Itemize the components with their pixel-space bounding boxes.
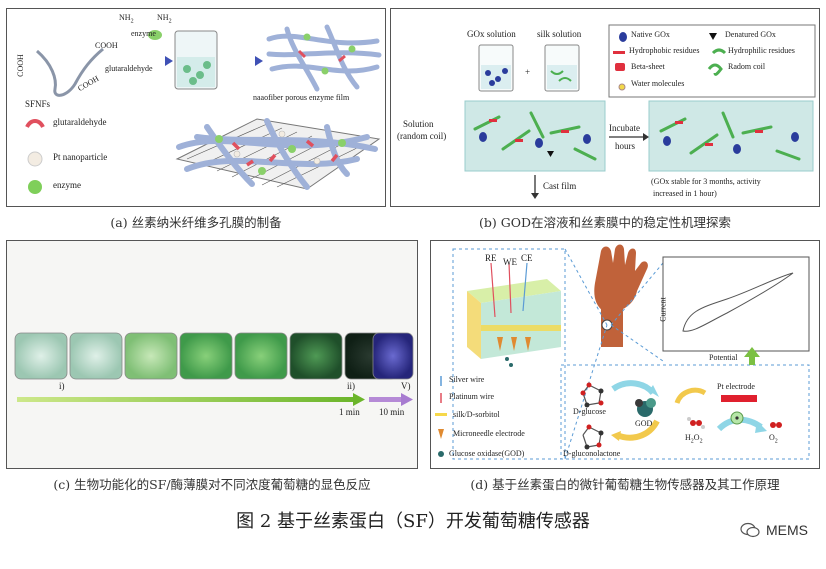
cooh-label-2: COOH [95, 41, 118, 50]
gox-solution-label: GOx solution [467, 29, 516, 39]
label-v: V) [401, 381, 411, 391]
label-10-min: 10 min [379, 407, 405, 417]
h2o2-label: H2O2 [685, 433, 703, 445]
hours-label: hours [615, 141, 635, 151]
nh2-label-2: NH2 [157, 13, 172, 25]
nh2-label-1: NH2 [119, 13, 134, 25]
random-coil-label: (random coil) [397, 131, 447, 141]
legend-pt-nanoparticle: Pt nanoparticle [53, 152, 108, 162]
panel-d-illustration [435, 244, 810, 460]
label-i: i) [59, 381, 65, 391]
stable-note-line-2: increased in 1 hour) [653, 189, 717, 198]
legend-beta-sheet: Beta-sheet [631, 62, 665, 71]
label-1-min: 1 min [339, 407, 360, 417]
caption-b: (b) GOD在溶液和丝素膜中的稳定性机理探索 [479, 215, 731, 230]
caption-d: (d) 基于丝素蛋白的微针葡萄糖生物传感器及其工作原理 [470, 477, 780, 492]
cast-film-label: Cast film [543, 181, 577, 191]
watermark: MEMS [740, 522, 808, 538]
panel-b: GOx solution silk solution + Native GOx … [390, 8, 820, 207]
legend-hydrophilic: Hydrophilic residues [728, 46, 795, 55]
d-glucose-label: D-glucose [573, 407, 606, 416]
label-ii: ii) [347, 381, 355, 391]
panel-b-illustration [464, 24, 816, 199]
legend-random-coil: Radom coil [728, 62, 766, 71]
panel-c-illustration [7, 241, 417, 468]
silk-solution-label: silk solution [537, 29, 582, 39]
we-label: WE [503, 257, 517, 267]
legend-water: Water molecules [631, 79, 685, 88]
caption-c: (c) 生物功能化的SF/酶薄膜对不同浓度葡萄糖的显色反应 [53, 477, 371, 492]
legend-sorbitol: silk/D-sorbitol [453, 410, 500, 419]
potential-axis-label: Potential [709, 353, 738, 362]
watermark-text: MEMS [766, 522, 808, 538]
caption-a: (a) 丝素纳米纤维多孔膜的制备 [110, 215, 282, 230]
stable-note-line-1: (GOx stable for 3 months, activity [651, 177, 761, 186]
legend-god: Glucose oxidase(GOD) [449, 449, 525, 458]
wechat-icon [740, 522, 760, 538]
panel-d: RE WE CE Silver wire Platinum wire silk/… [430, 240, 820, 469]
legend-microneedle: Microneedle electrode [453, 429, 525, 438]
incubate-label: Incubate [609, 123, 640, 133]
legend-denatured-gox: Denatured GOx [725, 30, 776, 39]
legend-platinum-wire: Platinum wire [449, 392, 495, 401]
sfnfs-label: SFNFs [25, 99, 51, 109]
panel-c: i) ii) V) 1 min 10 min [6, 240, 418, 469]
legend-enzyme: enzyme [53, 180, 81, 190]
solution-label: Solution [403, 119, 434, 129]
enzyme-label: enzyme [131, 29, 156, 38]
d-gluconolactone-label: D-gluconolactone [563, 449, 621, 458]
legend-native-gox: Native GOx [631, 30, 670, 39]
re-label: RE [485, 253, 497, 263]
panel-a: COOH COOH COOH NH2 NH2 enzyme glutaralde… [6, 8, 386, 207]
figure-title: 图 2 基于丝素蛋白（SF）开发葡萄糖传感器 [236, 511, 590, 532]
current-axis-label: Current [658, 297, 668, 322]
pt-electrode-label: Pt electrode [717, 382, 755, 391]
legend-glutaraldehyde: glutaraldehyde [53, 117, 107, 127]
film-label: naaofiber porous enzyme film [253, 93, 350, 102]
glutaraldehyde-arrow-label: glutaraldehyde [105, 64, 153, 73]
o2-label: O2 [769, 433, 778, 445]
legend-silver-wire: Silver wire [449, 375, 485, 384]
panel-a-illustration [25, 24, 382, 194]
legend-hydrophobic: Hydrophobic residues [629, 46, 700, 55]
god-label: GOD [635, 419, 653, 428]
cooh-label-1: COOH [15, 54, 25, 77]
plus-sign: + [525, 67, 531, 77]
ce-label: CE [521, 253, 533, 263]
